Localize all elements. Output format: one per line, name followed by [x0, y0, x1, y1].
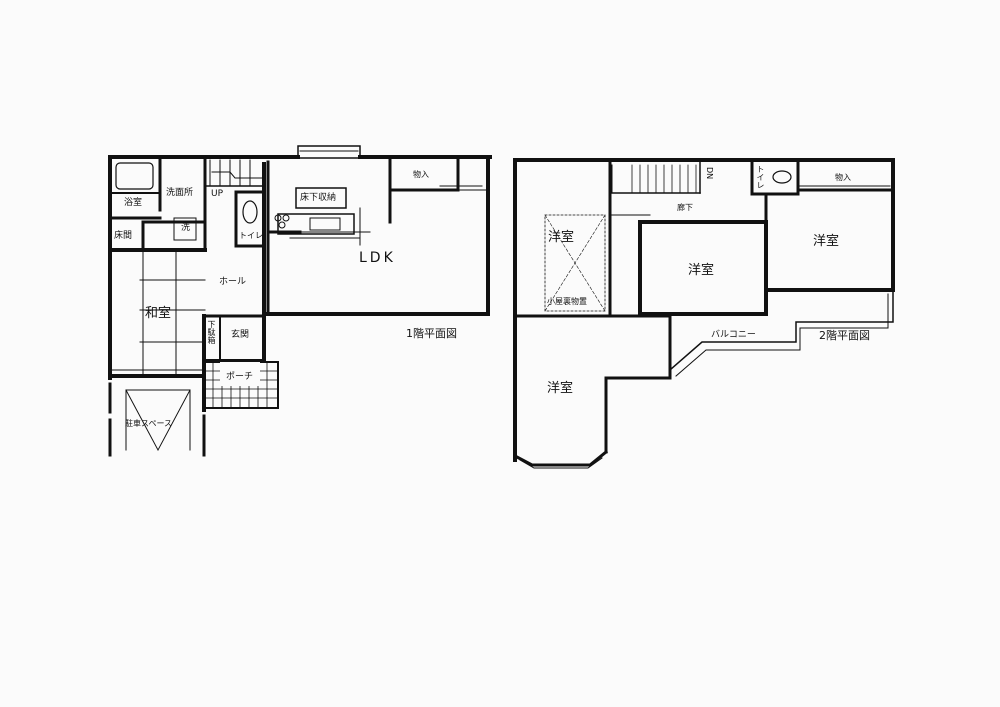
floor1-title: 1階平面図	[406, 327, 457, 340]
floor2-walls	[512, 158, 895, 469]
attic-storage-label: 小屋裏物置	[547, 297, 587, 306]
underfloor-storage-label: 床下収納	[300, 193, 337, 203]
genkan-label: 玄関	[231, 330, 250, 340]
up-label: UP	[211, 189, 224, 199]
toilet-label-1f: トイレ	[239, 231, 263, 240]
western-room-label-bottom-left: 洋室	[547, 381, 574, 396]
western-room-label-top-left: 洋室	[548, 230, 575, 245]
hall-label: ホール	[219, 277, 247, 287]
western-room-label-right: 洋室	[813, 234, 840, 249]
washroom-label: 洗面所	[166, 188, 194, 198]
parking-label: 駐車スペース	[125, 419, 173, 428]
toilet-label-2f: トイレ	[756, 165, 765, 189]
wash-label: 洗	[181, 223, 191, 233]
bath-label: 浴室	[124, 198, 143, 208]
parking-space	[108, 382, 206, 457]
tokonoma-label: 床間	[114, 231, 133, 241]
porch-label: ポーチ	[226, 372, 254, 382]
floor1-walls	[108, 145, 492, 412]
ldk-label: LDK	[359, 250, 396, 266]
washitsu-label: 和室	[145, 306, 172, 321]
balcony-label: バルコニー	[711, 330, 756, 340]
corridor-label: 廊下	[677, 203, 693, 212]
western-room-label-center: 洋室	[688, 263, 715, 278]
getabako-label: 下駄箱	[207, 320, 216, 344]
down-label: DN	[705, 167, 714, 180]
storage-label-1f: 物入	[413, 170, 429, 179]
storage-label-2f: 物入	[835, 173, 851, 182]
floor2-title: 2階平面図	[819, 329, 870, 342]
